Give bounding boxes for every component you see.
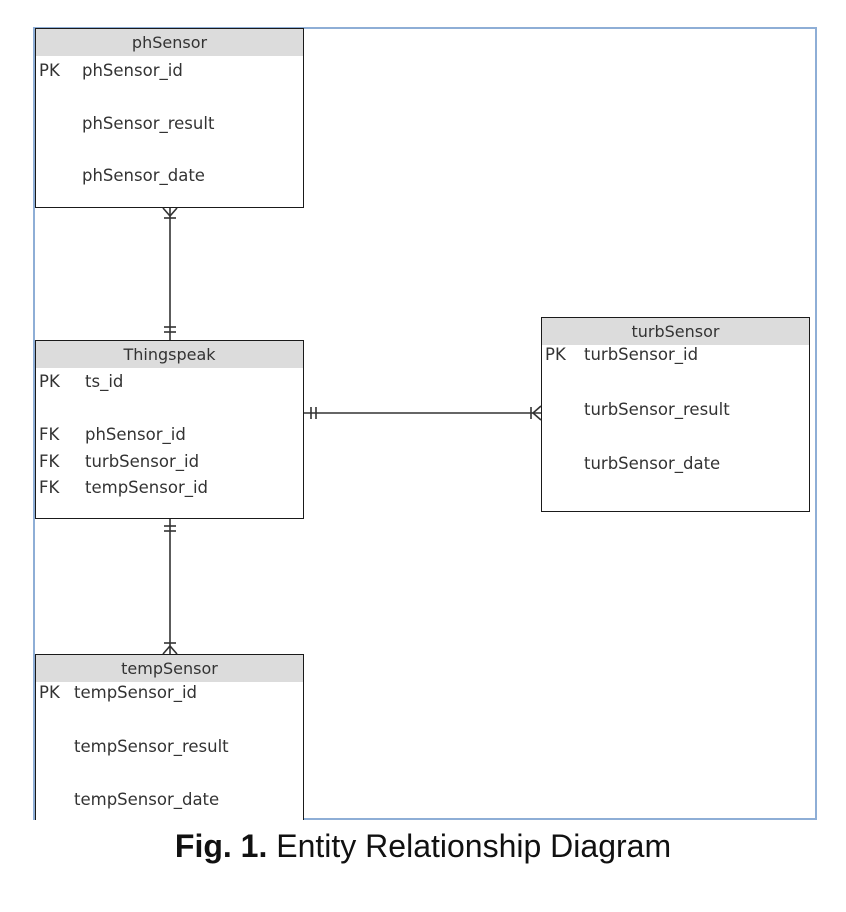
figure-label: Fig. 1.: [174, 828, 268, 864]
field-label: tempSensor_id: [85, 478, 209, 497]
field-label: turbSensor_date: [584, 454, 721, 473]
entity-title: tempSensor: [36, 655, 303, 682]
key-label: FK: [39, 478, 60, 497]
field-label: tempSensor_date: [74, 790, 220, 809]
key-label: PK: [39, 683, 60, 702]
key-label: PK: [39, 61, 60, 80]
figure-caption: Fig. 1. Entity Relationship Diagram: [0, 828, 846, 865]
entity-turbsensor[interactable]: turbSensor PK turbSensor_id turbSensor_r…: [541, 317, 810, 512]
field-label: tempSensor_id: [74, 683, 198, 702]
figure-caption-text: Entity Relationship Diagram: [267, 828, 672, 864]
entity-phsensor[interactable]: phSensor PK phSensor_id phSensor_result …: [35, 28, 304, 208]
entity-tempsensor[interactable]: tempSensor PK tempSensor_id tempSensor_r…: [35, 654, 304, 820]
key-label: PK: [545, 345, 566, 364]
field-label: turbSensor_id: [85, 452, 200, 471]
field-label: phSensor_id: [85, 425, 186, 444]
field-label: ts_id: [85, 372, 124, 391]
field-label: phSensor_date: [82, 166, 205, 185]
entity-title: phSensor: [36, 29, 303, 56]
key-label: FK: [39, 452, 60, 471]
entity-title: Thingspeak: [36, 341, 303, 368]
key-label: PK: [39, 372, 60, 391]
entity-thingspeak[interactable]: Thingspeak PK ts_id FK phSensor_id FK tu…: [35, 340, 304, 519]
key-label: FK: [39, 425, 60, 444]
entity-title: turbSensor: [542, 318, 809, 345]
field-label: turbSensor_id: [584, 345, 699, 364]
field-label: tempSensor_result: [74, 737, 229, 756]
field-label: phSensor_result: [82, 114, 215, 133]
field-label: turbSensor_result: [584, 400, 730, 419]
field-label: phSensor_id: [82, 61, 183, 80]
